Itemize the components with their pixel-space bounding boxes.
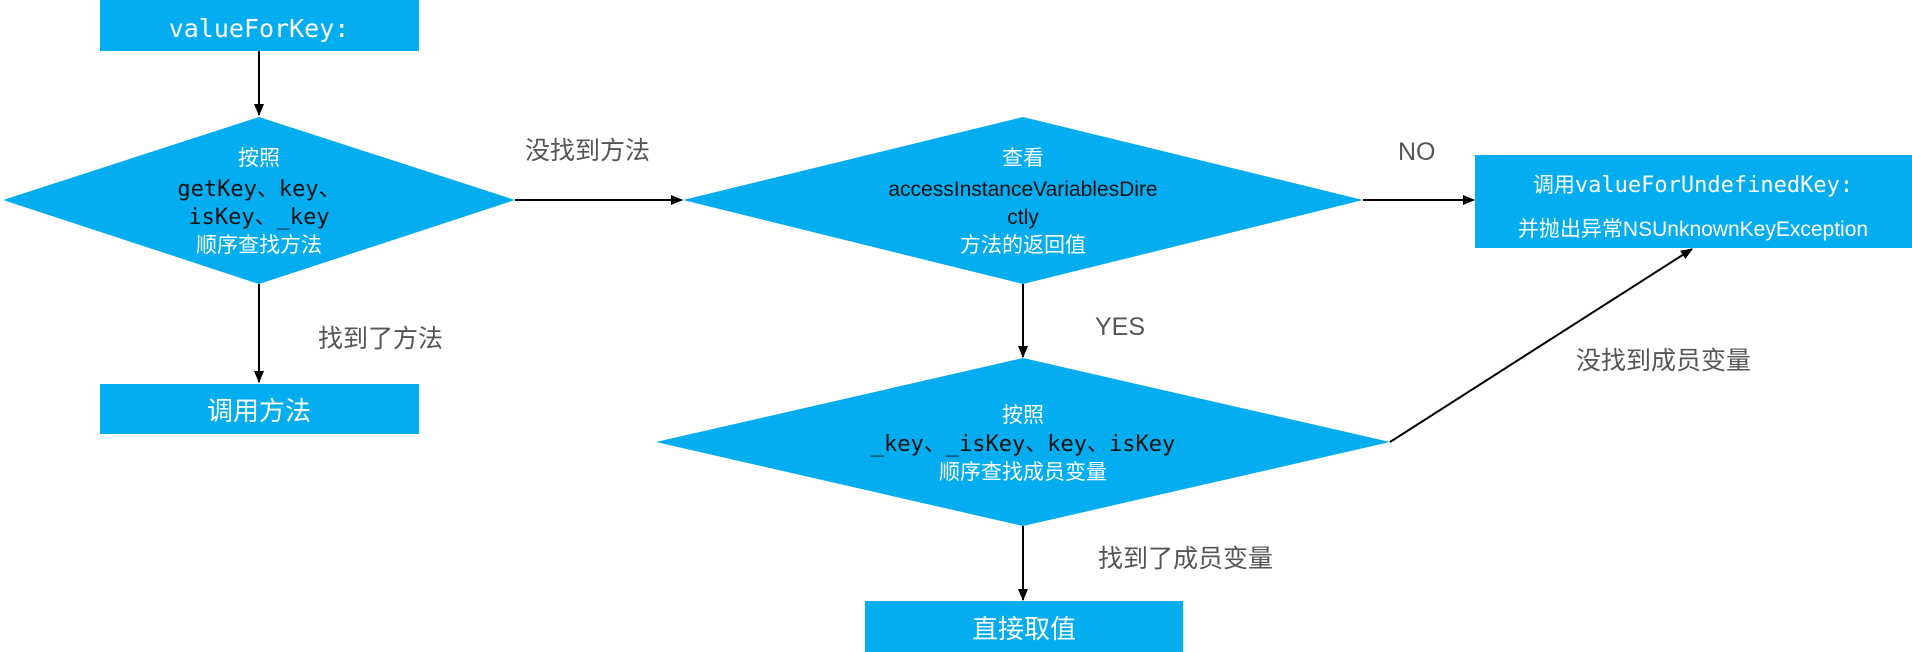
check-access-line4: 方法的返回值 <box>960 233 1086 257</box>
check-ivars-line2: _key、_isKey、key、isKey <box>871 432 1175 457</box>
check-access-diamond <box>683 117 1363 284</box>
check-methods-line3: isKey、_key <box>188 205 329 230</box>
check-methods-line2: getKey、key、 <box>177 177 340 202</box>
check-ivars-decision: 按照 _key、_isKey、key、isKey 顺序查找成员变量 <box>656 358 1390 526</box>
check-methods-decision: 按照 getKey、key、 isKey、_key 顺序查找方法 <box>3 117 515 284</box>
call-method-box <box>100 384 419 434</box>
check-ivars-line1: 按照 <box>1002 403 1044 427</box>
undefined-key-box <box>1475 155 1912 248</box>
call-method-label: 调用方法 <box>207 397 311 427</box>
undefined-key-line2-prefix: 并抛出异常 <box>1518 217 1623 241</box>
check-methods-diamond <box>3 117 515 284</box>
get-value-box <box>865 601 1183 652</box>
start-node-label: valueForKey: <box>169 14 350 43</box>
start-node-box <box>100 0 419 51</box>
edges <box>254 51 1693 601</box>
edge-check-ivars-to-undefined-key <box>1389 248 1693 443</box>
check-access-line3: ctly <box>1007 206 1039 229</box>
undefined-key-line1-code: valueForUndefinedKey: <box>1575 173 1853 198</box>
check-access-decision: 查看 accessInstanceVariablesDire ctly 方法的返… <box>683 117 1363 284</box>
edge-label-no: NO <box>1398 138 1436 166</box>
edge-label-ivar-not-found: 没找到成员变量 <box>1576 347 1751 375</box>
edge-label-method-found: 找到了方法 <box>318 325 443 353</box>
check-methods-line4: 顺序查找方法 <box>196 233 322 257</box>
check-access-line2: accessInstanceVariablesDire <box>888 178 1157 201</box>
get-value-node: 直接取值 <box>865 601 1183 652</box>
check-access-line1: 查看 <box>1002 146 1044 170</box>
check-ivars-diamond <box>656 358 1390 526</box>
undefined-key-line2: 并抛出异常NSUnknownKeyException <box>1518 217 1868 241</box>
edge-label-yes: YES <box>1095 313 1145 341</box>
get-value-label: 直接取值 <box>972 615 1076 645</box>
edge-label-method-not-found: 没找到方法 <box>525 137 650 165</box>
check-methods-line1: 按照 <box>238 146 280 170</box>
undefined-key-node: 调用valueForUndefinedKey: 并抛出异常NSUnknownKe… <box>1475 155 1912 248</box>
check-ivars-line3: 顺序查找成员变量 <box>939 460 1107 484</box>
undefined-key-line1: 调用valueForUndefinedKey: <box>1533 173 1853 198</box>
undefined-key-line2-code: NSUnknownKeyException <box>1623 218 1868 241</box>
call-method-node: 调用方法 <box>100 384 419 434</box>
edge-label-ivar-found: 找到了成员变量 <box>1098 545 1273 573</box>
undefined-key-line1-prefix: 调用 <box>1533 173 1575 197</box>
start-node: valueForKey: <box>100 0 419 51</box>
